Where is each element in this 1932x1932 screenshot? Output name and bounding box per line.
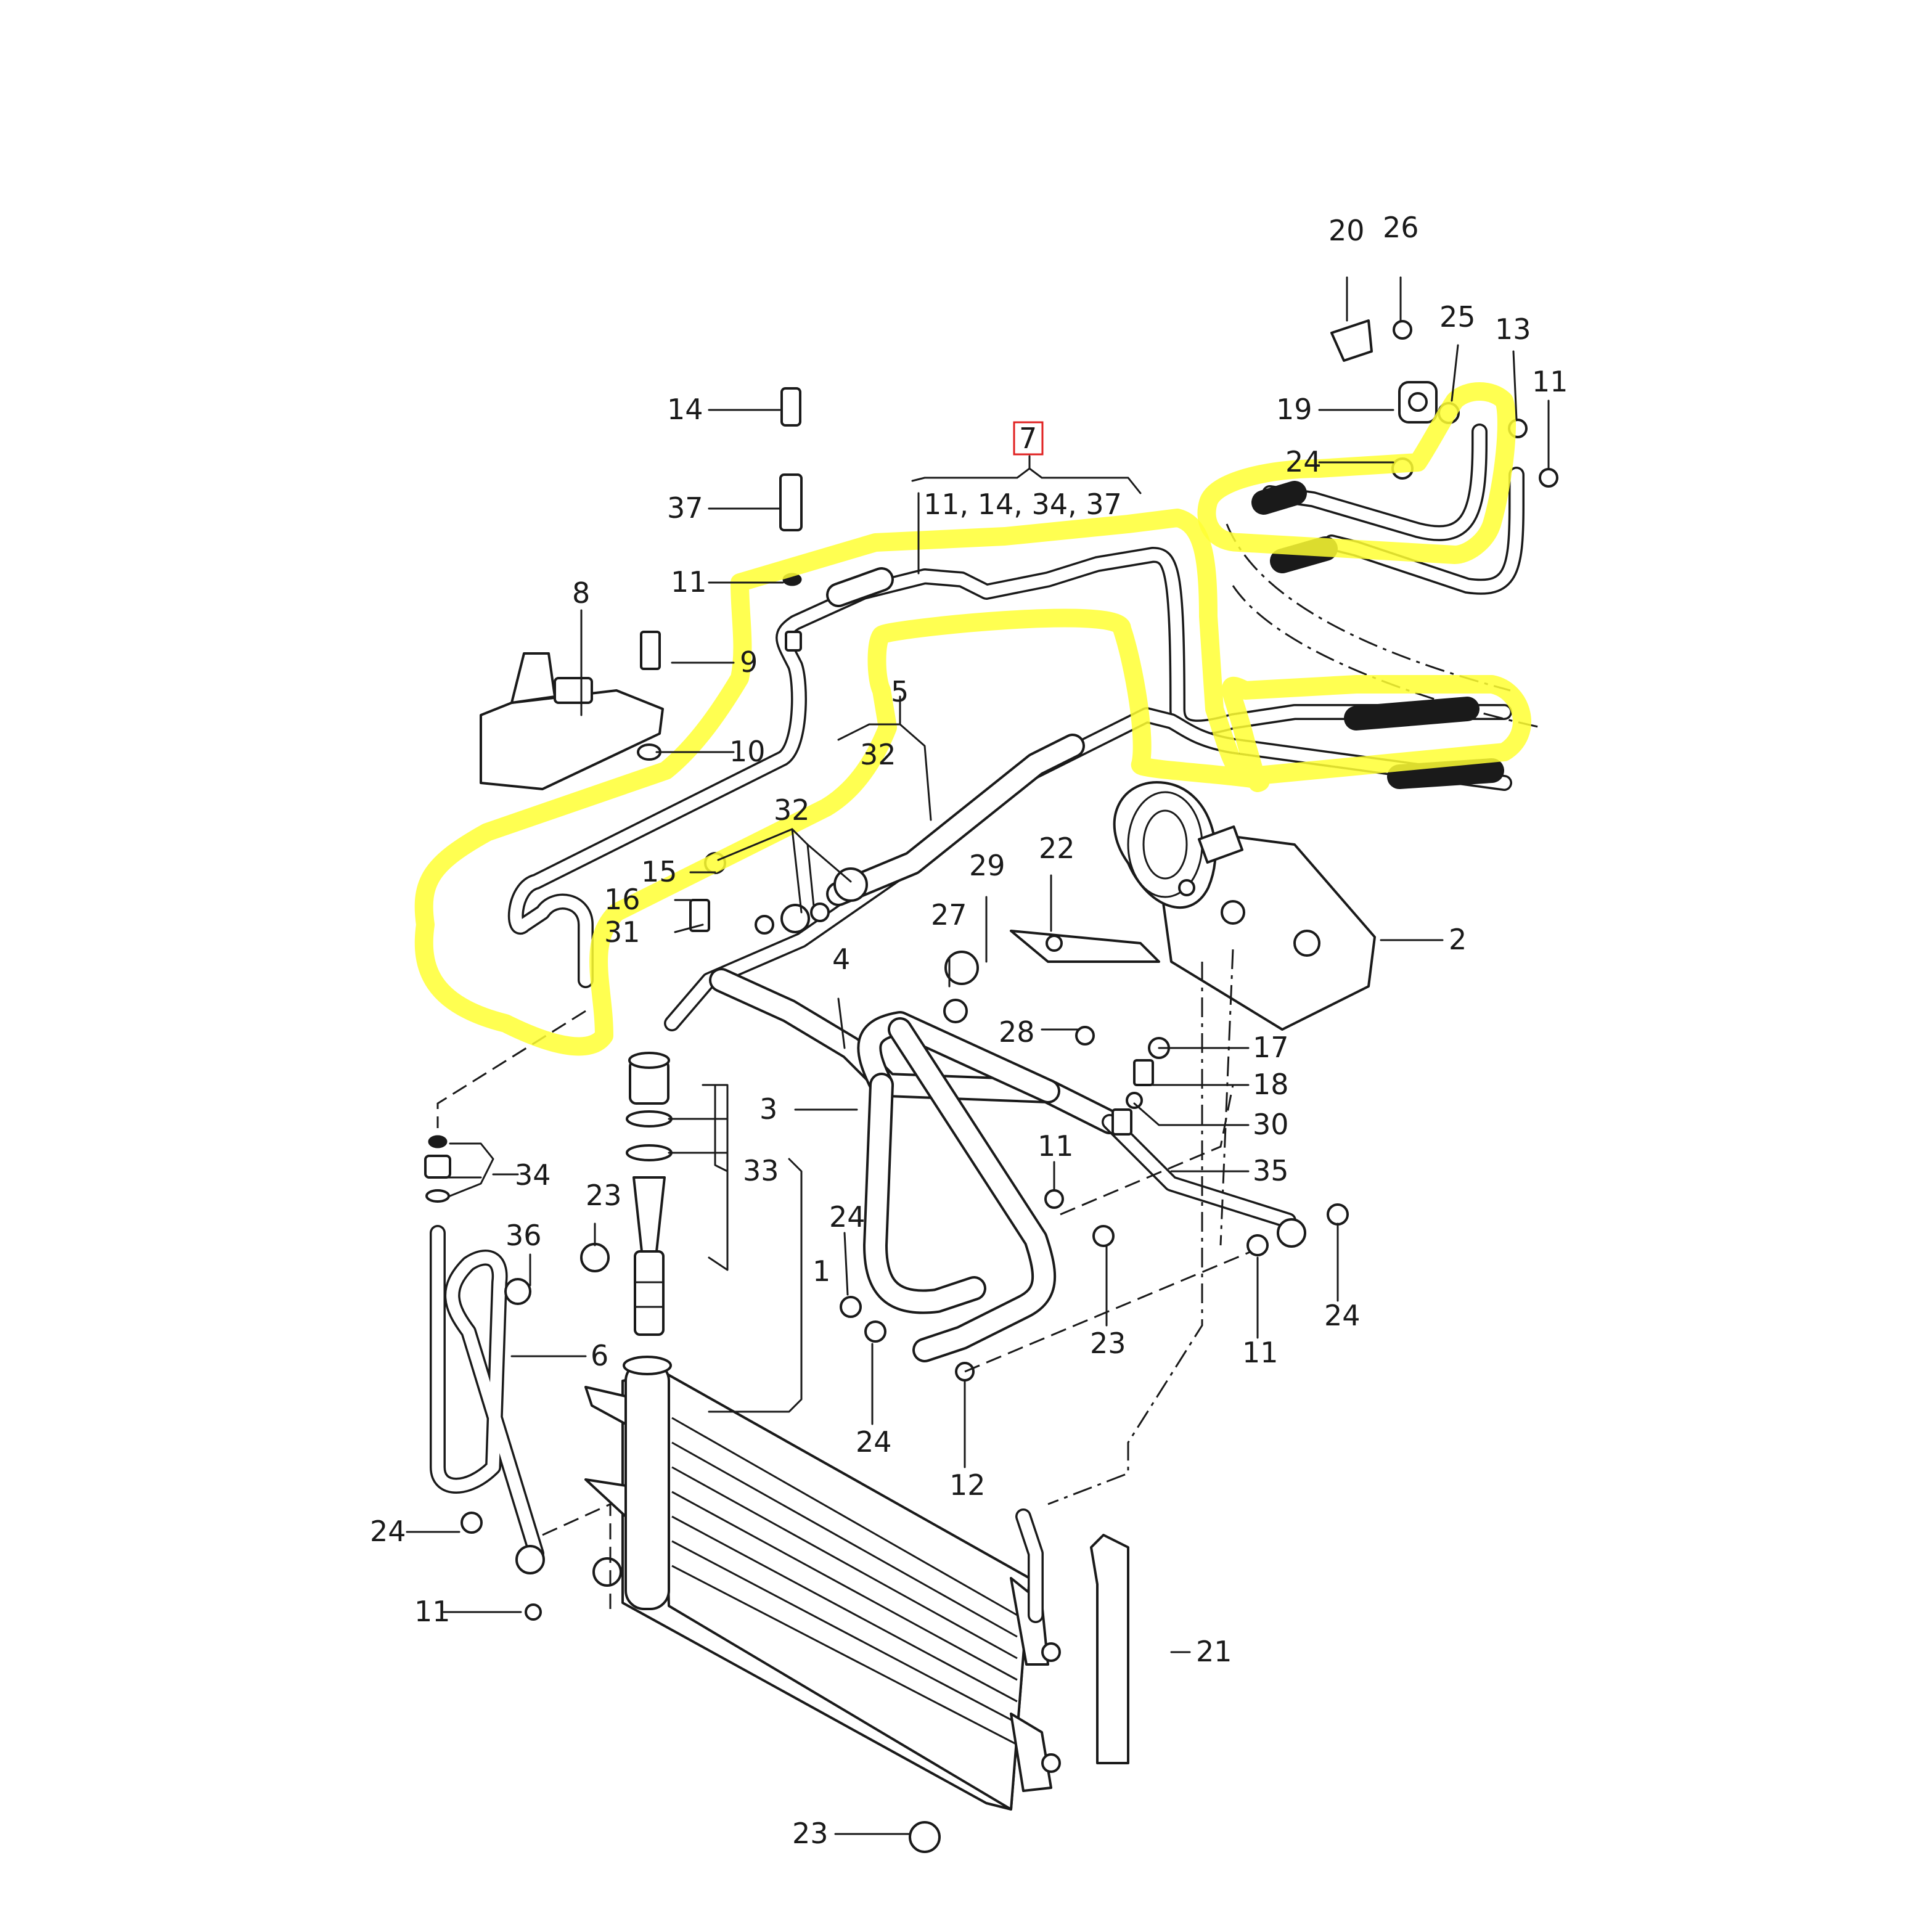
label-11-top-right: 11 [1532, 365, 1568, 398]
label-7: 7 [1019, 422, 1037, 455]
label-37: 37 [667, 491, 703, 525]
label-29: 29 [969, 849, 1005, 882]
label-6: 6 [591, 1339, 608, 1372]
condenser-fins [671, 1417, 1018, 1746]
label-1: 1 [813, 1255, 830, 1288]
label-27: 27 [931, 898, 967, 931]
label-group-7: 11, 14, 34, 37 [923, 488, 1122, 521]
label-36: 36 [506, 1219, 542, 1252]
label-20: 20 [1328, 214, 1365, 247]
line-bracket-and-clamp [1330, 319, 1438, 424]
label-11-mid: 11 [1038, 1129, 1074, 1163]
callout-labels: 7 11, 14, 34, 37 14 37 11 8 9 10 5 32 32… [370, 211, 1568, 1850]
label-24-lower: 24 [856, 1425, 892, 1459]
label-22: 22 [1039, 832, 1075, 865]
receiver-drier [626, 1052, 673, 1336]
label-33: 33 [743, 1154, 779, 1187]
mounting-bracket [480, 652, 664, 790]
label-18: 18 [1253, 1068, 1289, 1101]
compressor-bracket [1010, 930, 1160, 963]
label-15: 15 [641, 855, 677, 888]
label-11-bottom: 11 [414, 1595, 451, 1628]
label-24-top-right: 24 [1285, 445, 1322, 478]
label-25: 25 [1439, 300, 1476, 334]
label-32-upper: 32 [860, 738, 896, 771]
label-26: 26 [1383, 211, 1419, 244]
label-12: 12 [949, 1468, 986, 1502]
label-11-top: 11 [671, 565, 707, 599]
label-30: 30 [1253, 1108, 1289, 1141]
label-17: 17 [1253, 1031, 1289, 1064]
label-28: 28 [999, 1015, 1035, 1049]
label-5: 5 [891, 675, 909, 708]
compressor [1113, 781, 1376, 1031]
label-2: 2 [1449, 923, 1467, 956]
label-31: 31 [604, 915, 641, 949]
label-24-mid: 24 [829, 1200, 866, 1234]
label-13: 13 [1495, 313, 1531, 346]
condenser [584, 1356, 1061, 1811]
label-11-right: 11 [1242, 1336, 1279, 1369]
label-23-mid: 23 [1090, 1327, 1126, 1360]
label-9: 9 [740, 645, 758, 679]
label-34: 34 [515, 1158, 551, 1192]
label-35: 35 [1253, 1154, 1289, 1187]
refrigerant-lines [430, 424, 1525, 1623]
label-23-bottom: 23 [792, 1817, 829, 1850]
boxed-label-frame [1013, 421, 1044, 456]
label-16: 16 [604, 883, 641, 916]
label-10: 10 [729, 735, 766, 768]
seal-strip [1090, 1534, 1129, 1764]
label-23-left: 23 [586, 1179, 622, 1212]
leader-lines [406, 276, 1550, 1835]
label-8: 8 [572, 576, 590, 610]
label-3: 3 [759, 1092, 777, 1126]
label-4: 4 [832, 943, 850, 976]
label-21: 21 [1196, 1635, 1232, 1668]
label-19: 19 [1276, 393, 1312, 426]
label-32-lower: 32 [774, 793, 810, 827]
fittings [424, 387, 1558, 1853]
label-24-left: 24 [370, 1515, 406, 1548]
highlighted-line-7 [414, 382, 1531, 1056]
label-14: 14 [667, 393, 703, 426]
label-24-right: 24 [1324, 1299, 1361, 1332]
